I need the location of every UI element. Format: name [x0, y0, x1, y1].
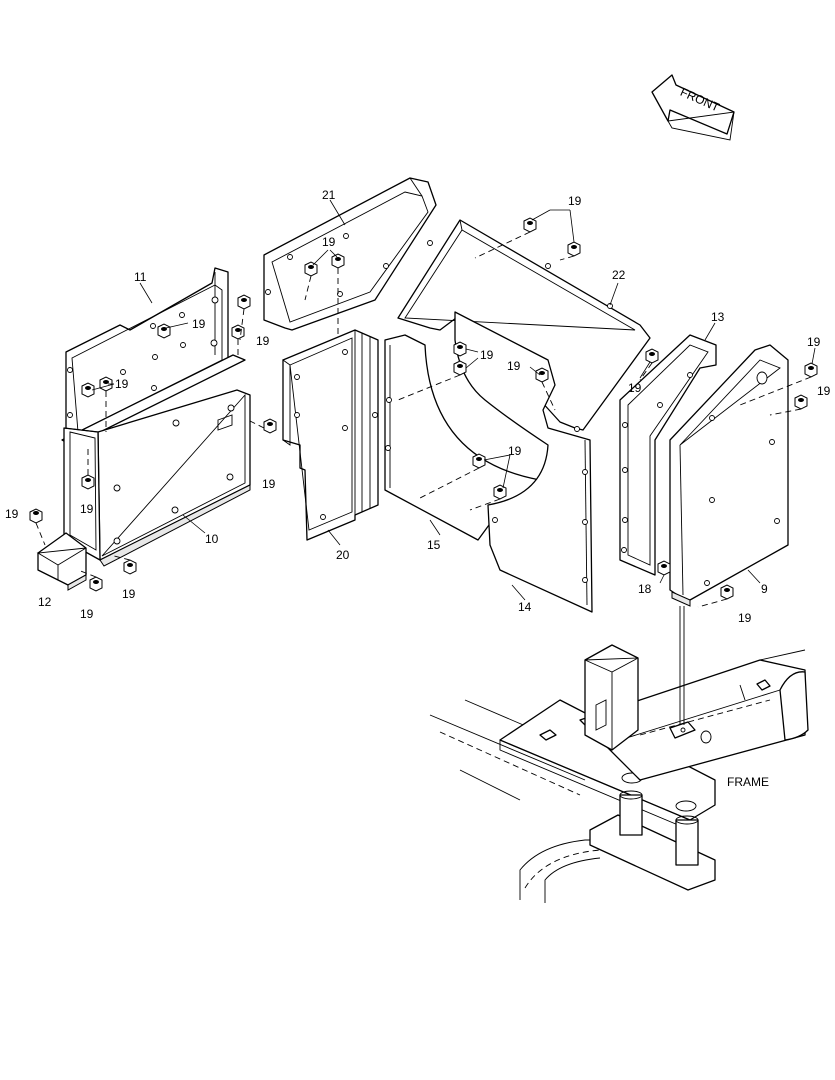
callout-19-b: 19 [256, 334, 270, 348]
part-9-panel [669, 344, 789, 607]
bolt-19-j [263, 418, 277, 434]
bolt-19-g [157, 323, 171, 339]
frame-assembly [429, 644, 809, 903]
callout-19-q: 19 [738, 611, 752, 625]
callout-19-l: 19 [507, 359, 521, 373]
callout-19-e: 19 [5, 507, 19, 521]
bolt-19-a [29, 508, 43, 524]
bolt-19-d [81, 474, 95, 490]
part-11-bracket [61, 267, 246, 447]
bolt-19-u [804, 362, 818, 378]
bolt-19-n [567, 241, 581, 257]
bolt-19-w [720, 584, 734, 600]
bolt-19-m [523, 217, 537, 233]
callout-19-p: 19 [817, 384, 831, 398]
callout-10: 10 [205, 532, 219, 546]
callout-14: 14 [518, 600, 532, 614]
bolt-19-r [645, 348, 659, 364]
callout-19-o: 19 [807, 335, 821, 349]
callout-22: 22 [612, 268, 626, 282]
callout-19-a: 19 [192, 317, 206, 331]
bolt-19-o [453, 341, 467, 357]
bolt-19-s [472, 453, 486, 469]
bolt-19-c [123, 559, 137, 575]
bolt-19-v [794, 394, 808, 410]
callout-19-g: 19 [122, 587, 136, 601]
callout-20: 20 [336, 548, 350, 562]
callout-labels: 11 19 19 19 19 19 10 12 19 19 19 21 19 2… [5, 188, 831, 789]
callout-15: 15 [427, 538, 441, 552]
part-22-plate [397, 219, 651, 432]
bolts [29, 217, 818, 600]
part-14-plate [454, 311, 593, 613]
callout-19-n: 19 [628, 381, 642, 395]
leader-lines [35, 199, 816, 725]
callout-12: 12 [38, 595, 52, 609]
bolt-18 [657, 560, 671, 576]
bolt-19-i [231, 324, 245, 340]
part-10-box [63, 389, 251, 567]
part-13-panel [619, 334, 717, 576]
bolt-19-k [304, 261, 318, 277]
bolt-19-l [331, 253, 345, 269]
callout-19-h: 19 [262, 477, 276, 491]
callout-19-k: 19 [480, 348, 494, 362]
part-20-channel [282, 329, 379, 541]
callout-19-i: 19 [322, 235, 336, 249]
bolt-19-h [237, 294, 251, 310]
callout-9: 9 [761, 582, 768, 596]
callout-21: 21 [322, 188, 336, 202]
part-12-cap [36, 532, 87, 591]
callout-18: 18 [638, 582, 652, 596]
front-arrow: FRONT [651, 74, 735, 141]
callout-19-m: 19 [508, 444, 522, 458]
callout-19-j: 19 [568, 194, 582, 208]
bolt-19-q [535, 367, 549, 383]
frame-label: FRAME [727, 775, 769, 789]
bolt-19-p [453, 360, 467, 376]
bolt-19-e [81, 382, 95, 398]
callout-19-d: 19 [80, 502, 94, 516]
callout-11: 11 [134, 270, 147, 284]
part-21-bracket [263, 177, 437, 331]
callout-13: 13 [711, 310, 725, 324]
callout-19-f: 19 [80, 607, 94, 621]
bolt-19-t [493, 484, 507, 500]
bolt-19-b [89, 576, 103, 592]
callout-19-c: 19 [115, 377, 129, 391]
